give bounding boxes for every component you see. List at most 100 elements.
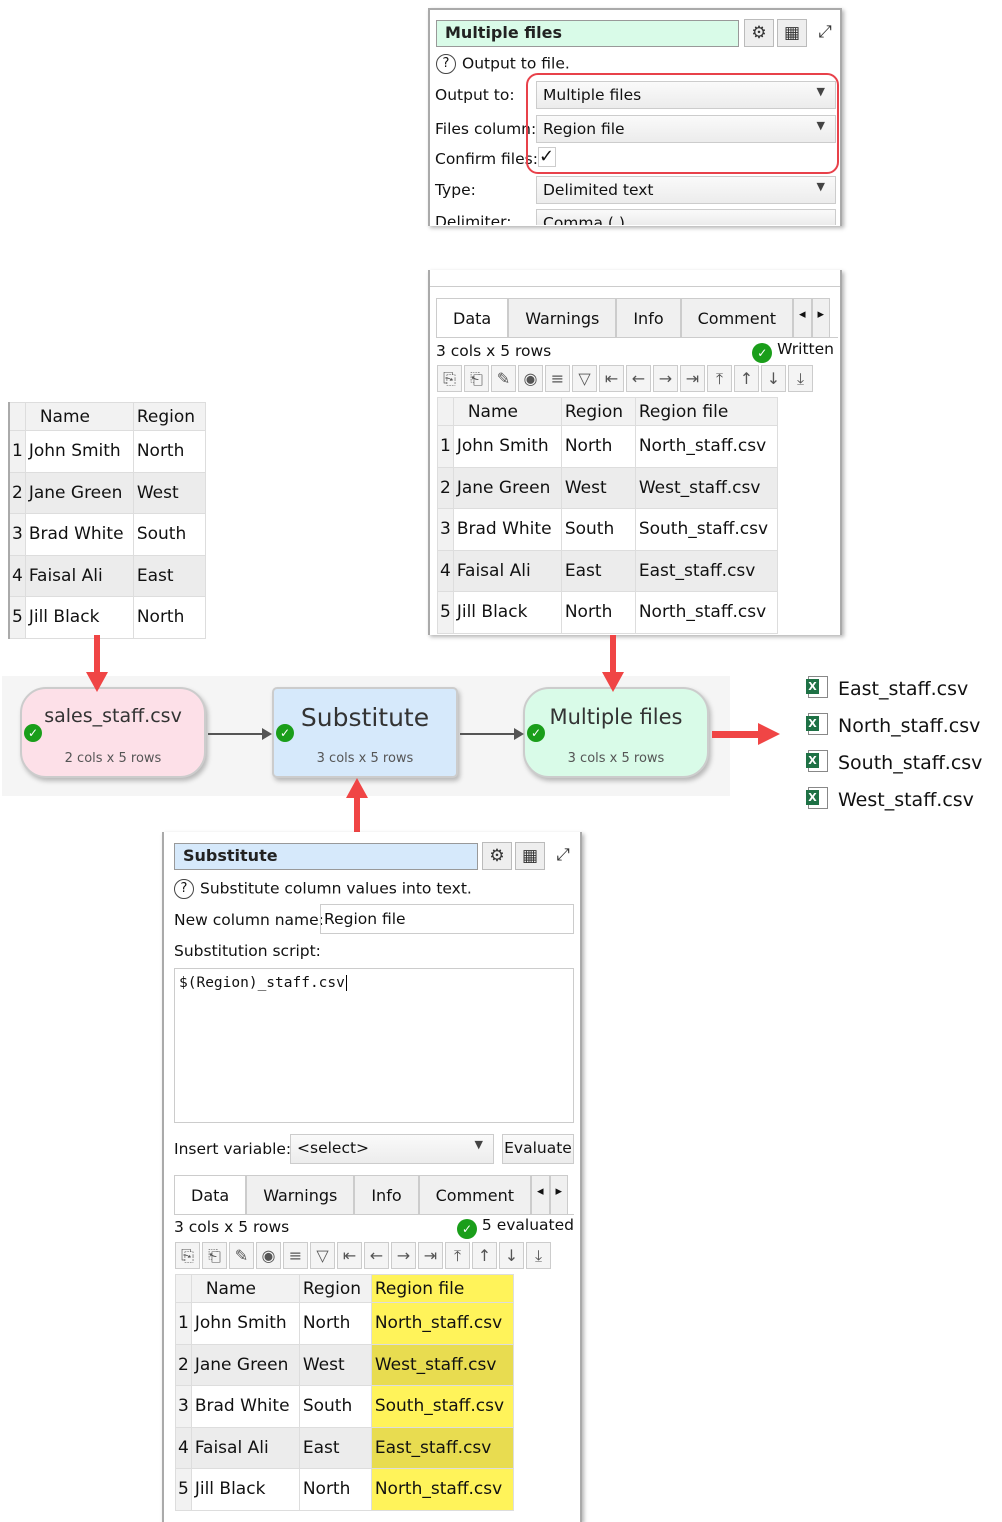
left-icon[interactable]: ← [626, 365, 651, 392]
filter-icon[interactable]: ▽ [310, 1242, 335, 1269]
output-file[interactable]: North_staff.csv [806, 713, 980, 737]
column-header[interactable]: Region file [634, 397, 778, 426]
table-cell[interactable]: East_staff.csv [634, 549, 778, 592]
bottom-icon[interactable]: ⤓ [788, 365, 813, 392]
new-column-input[interactable]: Region file [320, 904, 574, 934]
tab-warnings[interactable]: Warnings [246, 1175, 355, 1214]
maximize-icon[interactable]: ⤢ [556, 845, 570, 865]
type-select[interactable]: Delimited text▼ [536, 176, 836, 204]
last-column-icon[interactable]: ⇥ [680, 365, 705, 392]
sort-icon[interactable]: ≡ [283, 1242, 308, 1269]
column-header[interactable]: Name [190, 1274, 300, 1303]
output-file[interactable]: South_staff.csv [806, 750, 982, 774]
copy-icon[interactable]: ⎗ [464, 365, 489, 392]
table-cell[interactable]: North_staff.csv [370, 1302, 514, 1345]
table-cell[interactable]: John Smith [452, 425, 562, 468]
right-icon[interactable]: → [391, 1242, 416, 1269]
last-column-icon[interactable]: ⇥ [418, 1242, 443, 1269]
scroll-right-icon[interactable]: ▸ [811, 298, 831, 337]
table-icon[interactable]: ▦ [777, 19, 807, 47]
export-icon[interactable]: ⎘ [437, 365, 462, 392]
table-cell[interactable]: Faisal Ali [452, 549, 562, 592]
delimiter-select[interactable]: Comma (,) [536, 209, 836, 225]
column-header[interactable]: Region file [370, 1274, 514, 1303]
table-cell[interactable]: North_staff.csv [634, 425, 778, 468]
output-file[interactable]: East_staff.csv [806, 676, 968, 700]
table-cell[interactable]: South [298, 1385, 372, 1428]
files-column-select[interactable]: Region file▼ [536, 115, 836, 143]
insert-variable-select[interactable]: <select>▼ [290, 1134, 494, 1164]
table-cell[interactable]: West_staff.csv [634, 466, 778, 509]
table-cell[interactable]: South_staff.csv [634, 508, 778, 551]
table-cell[interactable]: North_staff.csv [370, 1468, 514, 1511]
scroll-right-icon[interactable]: ▸ [549, 1175, 569, 1214]
tab-info[interactable]: Info [616, 298, 681, 337]
table-cell[interactable]: West [132, 471, 206, 514]
table-cell[interactable]: North [298, 1468, 372, 1511]
table-cell[interactable]: Brad White [190, 1385, 300, 1428]
script-textarea[interactable]: $(Region)_staff.csv [174, 968, 574, 1123]
node-multiple-files[interactable]: Multiple files 3 cols x 5 rows [523, 687, 709, 778]
table-cell[interactable]: North [560, 591, 636, 634]
edit-icon[interactable]: ✎ [229, 1242, 254, 1269]
eye-icon[interactable]: ◉ [518, 365, 543, 392]
table-cell[interactable]: Faisal Ali [24, 554, 134, 597]
bottom-icon[interactable]: ⤓ [526, 1242, 551, 1269]
copy-icon[interactable]: ⎗ [202, 1242, 227, 1269]
up-icon[interactable]: ↑ [472, 1242, 497, 1269]
table-cell[interactable]: North [298, 1302, 372, 1345]
table-cell[interactable]: South_staff.csv [370, 1385, 514, 1428]
output-file[interactable]: West_staff.csv [806, 787, 974, 811]
top-icon[interactable]: ⤒ [707, 365, 732, 392]
table-cell[interactable]: John Smith [190, 1302, 300, 1345]
table-cell[interactable]: Jill Black [24, 596, 134, 639]
output-to-select[interactable]: Multiple files▼ [536, 81, 836, 109]
left-icon[interactable]: ← [364, 1242, 389, 1269]
maximize-icon[interactable]: ⤢ [818, 22, 832, 42]
table-cell[interactable]: West_staff.csv [370, 1343, 514, 1386]
table-cell[interactable]: Jane Green [24, 471, 134, 514]
node-sales-staff[interactable]: sales_staff.csv 2 cols x 5 rows [20, 687, 206, 778]
tab-comment[interactable]: Comment [680, 298, 793, 337]
help-icon[interactable]: ? [436, 54, 456, 74]
evaluate-button[interactable]: Evaluate [502, 1134, 574, 1164]
column-header[interactable]: Region [132, 402, 206, 431]
gear-icon[interactable]: ⚙ [482, 842, 512, 870]
column-header[interactable]: Region [298, 1274, 372, 1303]
tab-info[interactable]: Info [354, 1175, 419, 1214]
table-cell[interactable]: East_staff.csv [370, 1426, 514, 1469]
table-cell[interactable]: West [560, 466, 636, 509]
table-cell[interactable]: North_staff.csv [634, 591, 778, 634]
table-cell[interactable]: West [298, 1343, 372, 1386]
table-cell[interactable]: North [132, 596, 206, 639]
table-cell[interactable]: North [560, 425, 636, 468]
edit-icon[interactable]: ✎ [491, 365, 516, 392]
first-column-icon[interactable]: ⇤ [337, 1242, 362, 1269]
first-column-icon[interactable]: ⇤ [599, 365, 624, 392]
scroll-left-icon[interactable]: ◂ [793, 298, 812, 337]
eye-icon[interactable]: ◉ [256, 1242, 281, 1269]
table-cell[interactable]: Jill Black [452, 591, 562, 634]
down-icon[interactable]: ↓ [499, 1242, 524, 1269]
table-cell[interactable]: Brad White [24, 513, 134, 556]
node-substitute[interactable]: Substitute 3 cols x 5 rows [272, 687, 458, 778]
table-cell[interactable]: John Smith [24, 430, 134, 473]
top-icon[interactable]: ⤒ [445, 1242, 470, 1269]
scroll-left-icon[interactable]: ◂ [531, 1175, 550, 1214]
table-cell[interactable]: East [298, 1426, 372, 1469]
up-icon[interactable]: ↑ [734, 365, 759, 392]
export-icon[interactable]: ⎘ [175, 1242, 200, 1269]
column-header[interactable]: Name [452, 397, 562, 426]
down-icon[interactable]: ↓ [761, 365, 786, 392]
table-cell[interactable]: South [560, 508, 636, 551]
table-icon[interactable]: ▦ [515, 842, 545, 870]
table-cell[interactable]: Faisal Ali [190, 1426, 300, 1469]
table-cell[interactable]: Jane Green [452, 466, 562, 509]
gear-icon[interactable]: ⚙ [744, 19, 774, 47]
tab-data[interactable]: Data [174, 1175, 247, 1214]
table-cell[interactable]: South [132, 513, 206, 556]
filter-icon[interactable]: ▽ [572, 365, 597, 392]
help-icon[interactable]: ? [174, 879, 194, 899]
table-cell[interactable]: East [132, 554, 206, 597]
tab-comment[interactable]: Comment [418, 1175, 531, 1214]
